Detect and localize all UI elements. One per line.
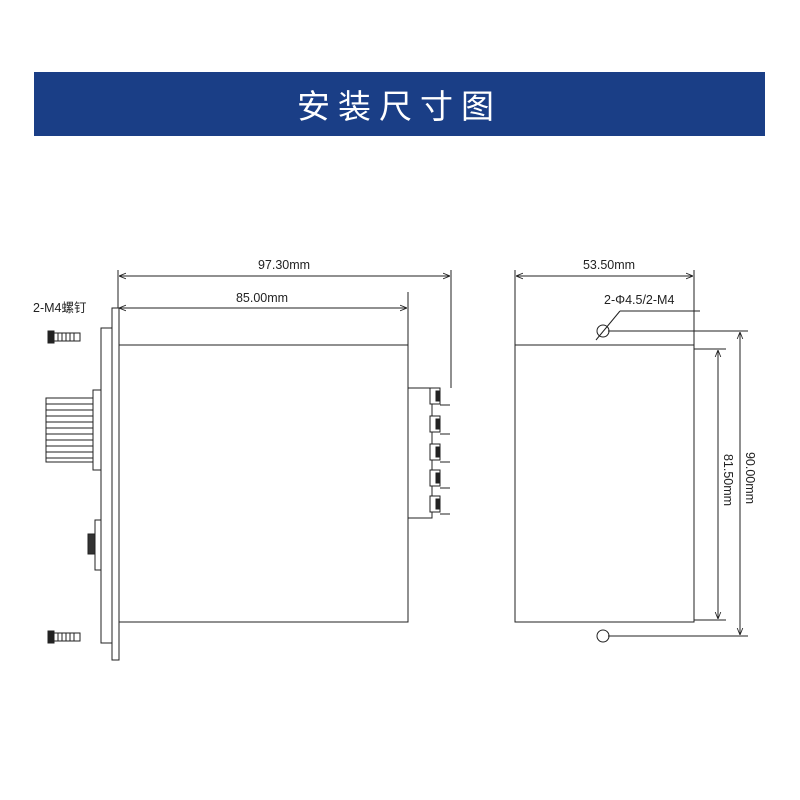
hole-label: 2-Φ4.5/2-M4	[604, 293, 674, 307]
knob-grip	[45, 397, 94, 463]
terminal-pin	[429, 495, 450, 515]
screw-top-icon	[47, 330, 81, 344]
hole-leader-line	[595, 310, 621, 341]
page-title: 安装尺寸图	[297, 87, 502, 126]
terminal-pin	[429, 443, 450, 463]
dimension-label-width: 53.50mm	[583, 258, 635, 272]
terminal-pin	[429, 469, 450, 489]
relay-body	[118, 344, 409, 623]
dimension-label-body-height: 81.50mm	[721, 454, 735, 506]
switch-housing	[94, 519, 102, 571]
front-panel	[100, 327, 113, 644]
dimension-label-overall-length: 97.30mm	[258, 258, 310, 272]
knob	[45, 389, 102, 471]
screw-bottom-icon	[47, 630, 81, 644]
terminal-pin	[429, 387, 450, 406]
front-view: 2-Φ4.5/2-M4 81.50mm 90.00mm 53.50mm	[514, 258, 757, 643]
terminal-pins	[407, 387, 450, 519]
knob-base	[92, 389, 102, 471]
dimension-label-overall-height: 90.00mm	[743, 452, 757, 504]
front-body	[514, 344, 695, 623]
dimension-label-body-length: 85.00mm	[236, 291, 288, 305]
rocker-switch	[87, 519, 102, 571]
terminal-pin	[429, 415, 450, 435]
screw-label: 2-M4螺钉	[33, 301, 87, 315]
title-banner: 安装尺寸图	[34, 72, 765, 136]
side-view: 97.30mm 85.00mm 2-M4螺钉	[33, 258, 452, 661]
mounting-plate	[111, 307, 120, 661]
switch-lever	[87, 533, 96, 555]
mounting-hole-bottom-icon	[596, 629, 610, 643]
